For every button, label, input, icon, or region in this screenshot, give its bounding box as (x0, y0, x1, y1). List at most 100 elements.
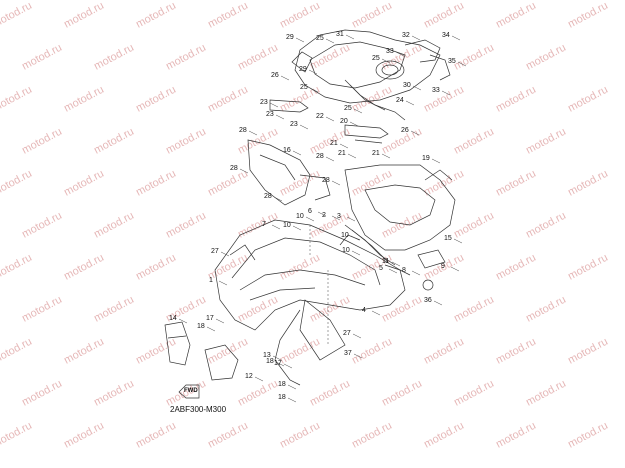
leader-line (457, 61, 467, 67)
callout-27: 27 (211, 248, 219, 255)
leader-lines (178, 34, 467, 403)
callout-20: 20 (340, 118, 348, 125)
callout-23: 23 (266, 111, 274, 118)
leader-line (271, 224, 281, 230)
leader-line (433, 300, 443, 306)
callout-32: 32 (402, 32, 410, 39)
leader-line (325, 38, 335, 44)
leader-line (292, 150, 302, 156)
callout-25: 25 (344, 105, 352, 112)
leader-line (295, 37, 305, 43)
lower-stays (274, 224, 411, 386)
callout-33: 33 (432, 87, 440, 94)
callout-29: 29 (299, 66, 307, 73)
callout-8: 8 (402, 267, 406, 274)
leader-line (381, 58, 391, 64)
leader-line (391, 261, 401, 267)
leader-line (352, 333, 362, 339)
fwd-arrow-icon (178, 384, 200, 399)
callout-22: 22 (316, 113, 324, 120)
callout-28: 28 (239, 127, 247, 134)
callout-21: 21 (372, 150, 380, 157)
callout-16: 16 (283, 147, 291, 154)
callout-5: 5 (379, 265, 383, 272)
callout-11: 11 (382, 258, 390, 265)
callout-17: 17 (274, 360, 282, 367)
callout-18: 18 (278, 394, 286, 401)
leader-line (349, 121, 359, 127)
callout-10: 10 (283, 222, 291, 229)
callout-28: 28 (230, 165, 238, 172)
small-parts (164, 249, 446, 381)
callout-4: 4 (362, 307, 366, 314)
leader-line (309, 87, 319, 93)
upper-cover-assembly (291, 29, 451, 121)
grab-bars (269, 99, 389, 144)
callout-17: 17 (206, 315, 214, 322)
leader-line (346, 216, 356, 222)
callout-24: 24 (396, 97, 404, 104)
leader-line (353, 108, 363, 114)
callout-14: 14 (169, 315, 177, 322)
callout-28: 28 (316, 153, 324, 160)
leader-line (388, 268, 398, 274)
leader-line (280, 75, 290, 81)
leader-line (273, 196, 283, 202)
callout-25: 25 (372, 55, 380, 62)
callout-36: 36 (424, 297, 432, 304)
leader-line (254, 376, 264, 382)
leader-line (351, 250, 361, 256)
leader-line (331, 180, 341, 186)
leader-line (215, 318, 225, 324)
leader-line (411, 270, 421, 276)
callout-10: 10 (341, 232, 349, 239)
callout-25: 25 (300, 84, 308, 91)
callout-3: 3 (337, 213, 341, 220)
leader-line (325, 156, 335, 162)
leader-line (405, 100, 415, 106)
leader-line (410, 130, 420, 136)
leader-line (287, 384, 297, 390)
callout-28: 28 (322, 177, 330, 184)
callout-35: 35 (448, 58, 456, 65)
leader-line (283, 363, 293, 369)
leader-line (305, 216, 315, 222)
leader-line (275, 361, 285, 367)
leader-line (371, 310, 381, 316)
leader-line (350, 235, 360, 241)
callout-26: 26 (271, 72, 279, 79)
leader-line (339, 143, 349, 149)
leader-line (206, 326, 216, 332)
leader-line (353, 353, 363, 359)
leader-line (450, 266, 460, 272)
callout-2: 2 (322, 212, 326, 219)
leader-line (317, 211, 327, 217)
callout-26: 26 (401, 127, 409, 134)
leader-line (451, 35, 461, 41)
callout-30: 30 (403, 82, 411, 89)
leader-line (431, 158, 441, 164)
leader-line (269, 102, 279, 108)
callout-12: 12 (245, 373, 253, 380)
callout-27: 27 (343, 330, 351, 337)
leader-line (441, 90, 451, 96)
callout-28: 28 (264, 193, 272, 200)
callout-7: 7 (262, 221, 266, 228)
leader-line (239, 168, 249, 174)
fwd-label: FWD (184, 388, 198, 394)
callout-23: 23 (290, 121, 298, 128)
main-body-panel (214, 219, 406, 345)
callout-18: 18 (278, 381, 286, 388)
callout-31: 31 (336, 31, 344, 38)
leader-line (272, 355, 282, 361)
callout-21: 21 (330, 140, 338, 147)
leader-line (395, 51, 405, 57)
leader-line (453, 238, 463, 244)
leader-line (325, 116, 335, 122)
leader-line (178, 318, 188, 324)
callout-33: 33 (386, 48, 394, 55)
inner-panel (247, 139, 331, 206)
leader-line (248, 130, 258, 136)
